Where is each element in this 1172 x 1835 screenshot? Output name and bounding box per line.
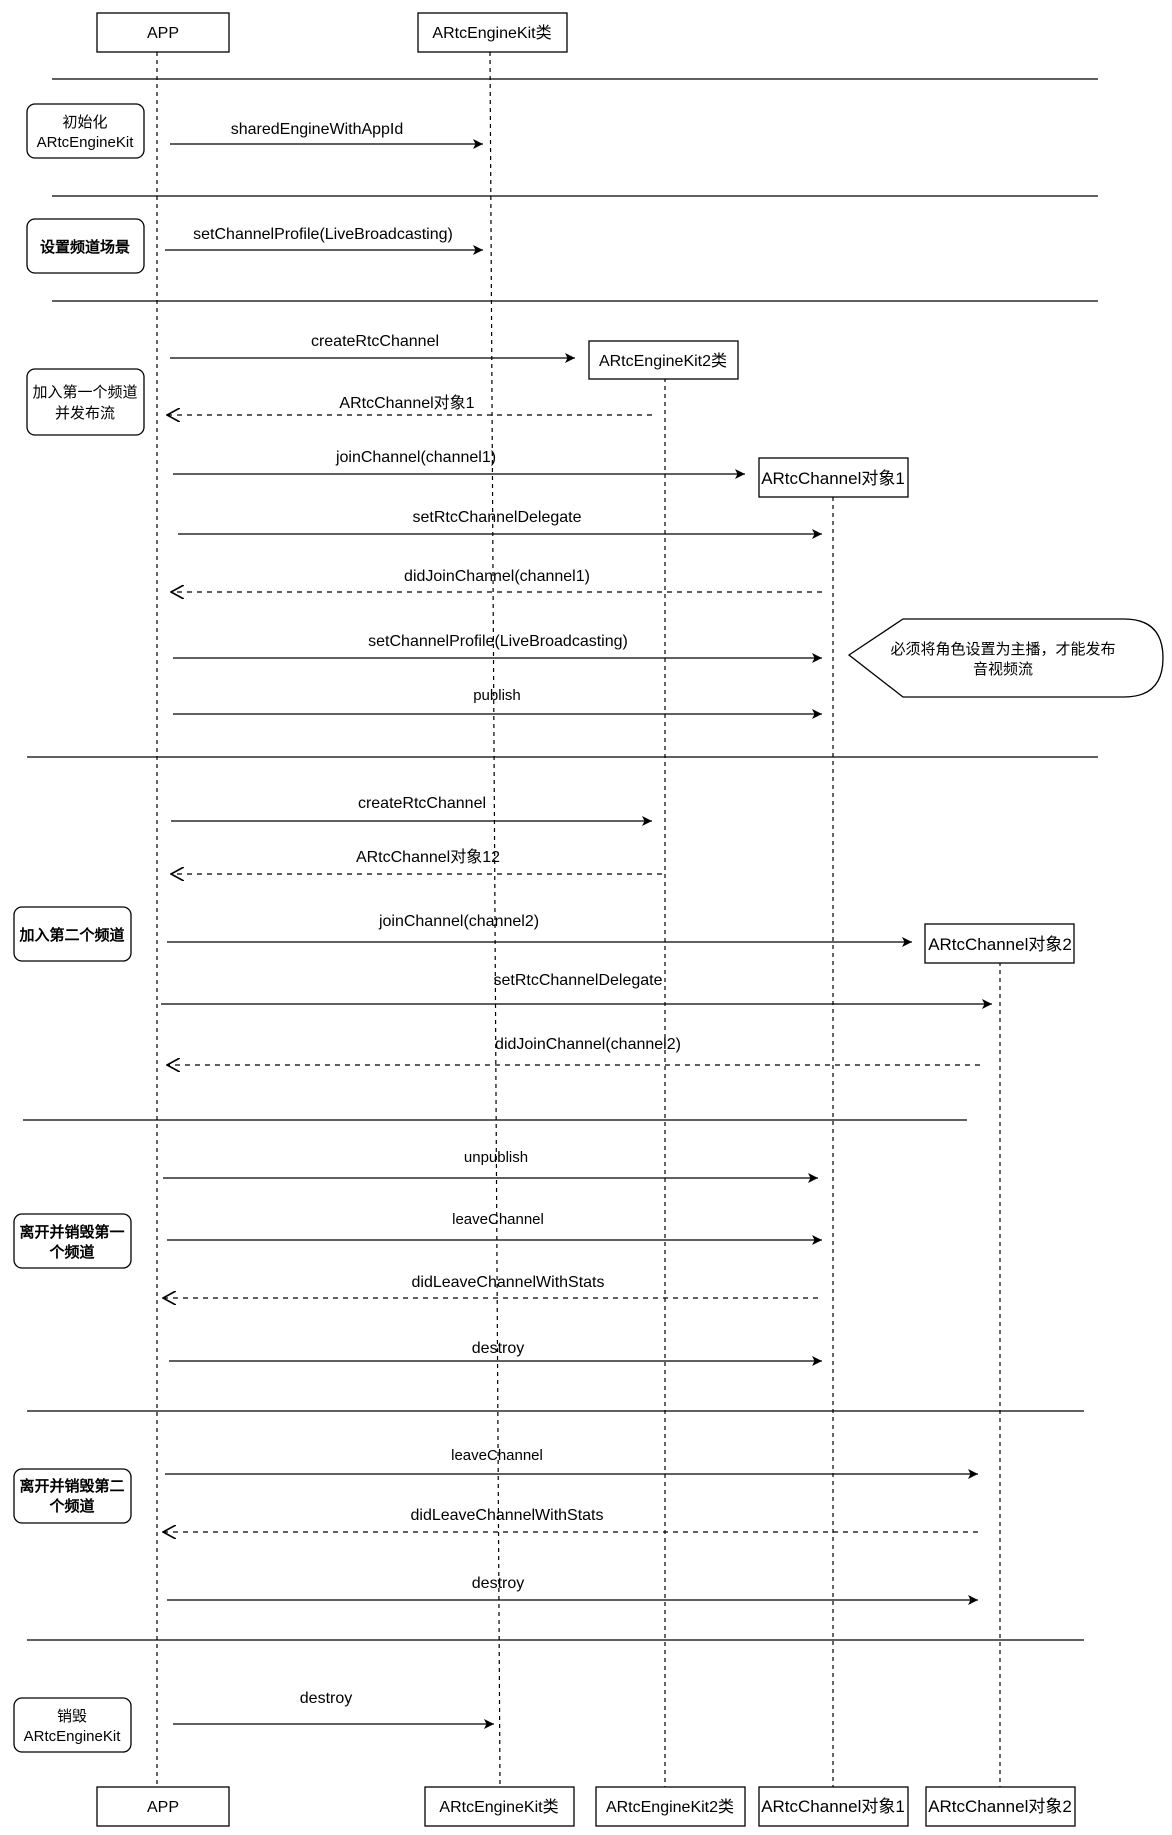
message: joinChannel(channel1) [173, 449, 745, 479]
message: ARtcChannel对象12 [171, 848, 662, 874]
message: leaveChannel [167, 1211, 822, 1245]
participant-label: ARtcChannel对象2 [928, 1797, 1072, 1816]
message: setChannelProfile(LiveBroadcasting) [165, 226, 483, 255]
message: didJoinChannel(channel1) [171, 568, 822, 592]
note-line: 必须将角色设置为主播，才能发布 [890, 641, 1115, 658]
step-label-line: 初始化 [62, 114, 107, 131]
message: didLeaveChannelWithStats [163, 1274, 818, 1298]
message-label: setRtcChannelDelegate [494, 972, 663, 989]
participant-app-top: APP [96, 12, 230, 53]
section-separators [23, 78, 1098, 1641]
message-label: leaveChannel [451, 1447, 543, 1464]
step-box-leave-first: 离开并销毁第一 个频道 [13, 1213, 132, 1269]
participant-label: ARtcChannel对象2 [928, 935, 1072, 954]
message: unpublish [163, 1149, 818, 1183]
participant-label: ARtcChannel对象1 [761, 1797, 905, 1816]
participant-label: ARtcEngineKit2类 [606, 1798, 734, 1816]
participant-label: ARtcEngineKit2类 [599, 352, 727, 370]
note-line: 音视频流 [973, 661, 1033, 678]
message: createRtcChannel [171, 795, 652, 826]
message-label: destroy [472, 1575, 524, 1592]
participant-engine-kit-bottom: ARtcEngineKit类 [424, 1786, 575, 1827]
message-label: sharedEngineWithAppId [231, 121, 404, 138]
step-label-line: 离开并销毁第二 [19, 1477, 124, 1495]
message: joinChannel(channel2) [167, 913, 912, 947]
message-label: publish [473, 687, 521, 704]
message-label: didLeaveChannelWithStats [411, 1274, 604, 1291]
participant-label: ARtcEngineKit类 [439, 1798, 558, 1816]
participant-engine-kit2-created: ARtcEngineKit2类 [588, 340, 739, 380]
step-box-profile: 设置频道场景 [26, 218, 145, 274]
participant-label: ARtcEngineKit类 [432, 24, 551, 42]
step-box-leave-second: 离开并销毁第二 个频道 [13, 1468, 132, 1524]
participant-channel2-bottom: ARtcChannel对象2 [925, 1786, 1076, 1827]
message-label: destroy [300, 1690, 352, 1707]
message-label: didJoinChannel(channel2) [495, 1036, 681, 1053]
message-label: setChannelProfile(LiveBroadcasting) [193, 226, 453, 243]
step-label-line: 销毁 [57, 1708, 87, 1725]
message-label: didLeaveChannelWithStats [410, 1507, 603, 1524]
step-label-line: 加入第一个频道 [32, 383, 137, 401]
message-label: destroy [472, 1340, 524, 1357]
message: destroy [169, 1340, 822, 1366]
message: setRtcChannelDelegate [178, 509, 822, 539]
message: ARtcChannel对象1 [167, 394, 652, 415]
message: createRtcChannel [170, 333, 575, 363]
participant-engine-kit2-bottom: ARtcEngineKit2类 [595, 1786, 746, 1827]
message-label: joinChannel(channel1) [335, 449, 496, 466]
message-label: ARtcChannel对象1 [339, 394, 474, 412]
message: destroy [167, 1575, 978, 1605]
message: didJoinChannel(channel2) [167, 1036, 980, 1065]
message: publish [173, 687, 822, 719]
step-box-join-second: 加入第二个频道 [13, 906, 132, 962]
step-box-destroy-kit: 销毁 ARtcEngineKit [13, 1697, 132, 1753]
message-label: didJoinChannel(channel1) [404, 568, 590, 585]
message: didLeaveChannelWithStats [163, 1507, 978, 1532]
message-label: leaveChannel [452, 1211, 544, 1228]
step-label-line: ARtcEngineKit [37, 134, 135, 151]
step-label-line: 个频道 [48, 1497, 94, 1515]
participant-label: APP [147, 25, 179, 42]
participant-app-bottom: APP [96, 1786, 230, 1827]
participant-engine-kit-top: ARtcEngineKit类 [417, 12, 568, 53]
message: setRtcChannelDelegate [161, 972, 992, 1009]
message-label: createRtcChannel [311, 333, 439, 350]
message-label: ARtcChannel对象12 [356, 848, 500, 866]
participant-label: APP [147, 1799, 179, 1816]
role-note-callout: 必须将角色设置为主播，才能发布 音视频流 [847, 618, 1164, 698]
step-label-line: 离开并销毁第一 [19, 1223, 124, 1241]
message-label: setChannelProfile(LiveBroadcasting) [368, 633, 628, 650]
participant-channel2-created: ARtcChannel对象2 [924, 923, 1075, 964]
participant-label: ARtcChannel对象1 [761, 469, 905, 488]
step-box-init: 初始化 ARtcEngineKit [26, 103, 145, 159]
message: leaveChannel [165, 1447, 978, 1479]
message: sharedEngineWithAppId [170, 121, 483, 149]
participant-channel1-created: ARtcChannel对象1 [758, 457, 909, 498]
step-label-line: 设置频道场景 [40, 238, 130, 256]
message-label: createRtcChannel [358, 795, 486, 812]
participant-channel1-bottom: ARtcChannel对象1 [758, 1786, 909, 1827]
step-label-line: 加入第二个频道 [18, 926, 124, 944]
step-label-line: 个频道 [48, 1243, 94, 1261]
lifeline-engine-kit [489, 51, 501, 1788]
message-label: setRtcChannelDelegate [413, 509, 582, 526]
step-box-join-first: 加入第一个频道 并发布流 [26, 368, 145, 436]
step-label-line: 并发布流 [55, 405, 115, 422]
message-label: joinChannel(channel2) [378, 913, 539, 930]
message: setChannelProfile(LiveBroadcasting) [173, 633, 822, 663]
step-label-line: ARtcEngineKit [24, 1728, 122, 1745]
lifelines [156, 51, 1001, 1788]
message-label: unpublish [464, 1149, 528, 1166]
message: destroy [173, 1690, 494, 1729]
